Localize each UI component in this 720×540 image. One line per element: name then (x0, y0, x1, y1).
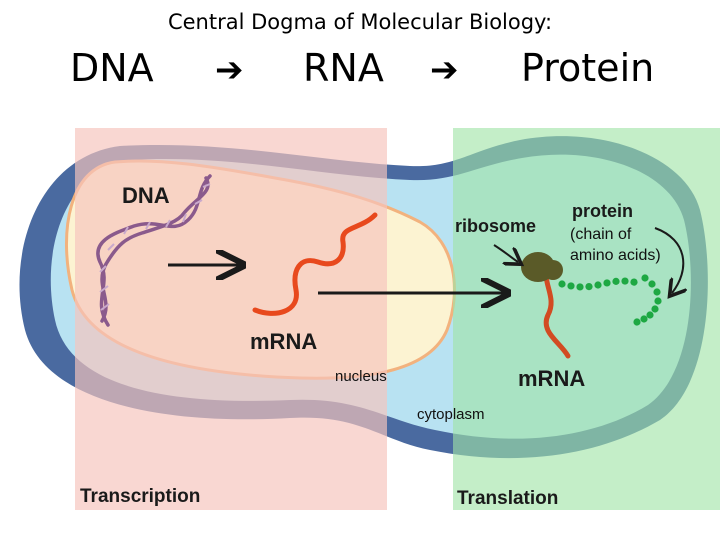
amino-acid-bead (630, 278, 638, 286)
slide-title: Central Dogma of Molecular Biology: (167, 10, 553, 34)
amino-acid-bead (621, 277, 629, 285)
flow-arrow-1: ➔ (215, 50, 244, 90)
translation-label: Translation (457, 488, 558, 509)
amino-acid-bead (567, 282, 575, 290)
amino-acid-bead (558, 280, 566, 288)
amino-acid-bead (654, 297, 662, 305)
amino-acid-bead (651, 305, 659, 313)
amino-acid-bead (641, 274, 649, 282)
translation-panel (453, 128, 720, 510)
dna-label: DNA (122, 183, 170, 208)
ribosome-pointer (493, 244, 518, 262)
amino-acid-bead (594, 281, 602, 289)
flow-arrow-2: ➔ (430, 50, 459, 90)
protein-note-line1: (chain of (570, 226, 632, 243)
amino-acid-bead (603, 279, 611, 287)
amino-acid-chain (558, 274, 662, 326)
transcription-panel (75, 128, 387, 510)
protein-label: protein (572, 201, 633, 221)
cytoplasm-label: cytoplasm (417, 406, 485, 423)
dna-rungs (99, 183, 211, 311)
amino-acid-bead (576, 283, 584, 291)
flow-rna: RNA (303, 46, 384, 90)
amino-acid-bead (646, 311, 654, 319)
mrna-nucleus-label: mRNA (250, 329, 317, 354)
nucleus-label: nucleus (335, 368, 387, 385)
flow-dna: DNA (70, 46, 154, 90)
protein-pointer (654, 227, 683, 293)
amino-acid-bead (648, 280, 656, 288)
amino-acid-bead (612, 277, 620, 285)
dna-helix (96, 174, 212, 327)
amino-acid-bead (633, 318, 641, 326)
mrna-strand-nucleus (252, 212, 378, 316)
amino-acid-bead (640, 315, 648, 323)
mrna-cytoplasm-label: mRNA (518, 366, 585, 391)
amino-acid-bead (585, 282, 593, 291)
ribosome-label: ribosome (455, 216, 536, 236)
ribosome (521, 252, 563, 282)
amino-acid-bead (653, 288, 661, 296)
flow-protein: Protein (521, 46, 655, 90)
protein-note-line2: amino acids) (570, 247, 661, 264)
transcription-label: Transcription (80, 486, 200, 507)
